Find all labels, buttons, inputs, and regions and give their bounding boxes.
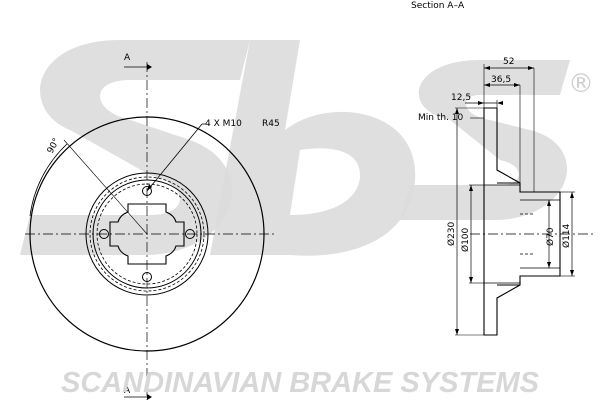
- registered-mark: ®: [568, 69, 594, 99]
- radius-callout-label: R45: [262, 119, 280, 129]
- angle-arc: [29, 143, 68, 217]
- bolt-hole-left: [99, 229, 109, 239]
- hat-outer-ring: [85, 172, 209, 296]
- dim-outer-diameter-label: Ø230: [446, 221, 457, 246]
- angle-extension-line: [63, 139, 148, 235]
- bolt-hole-top: [142, 186, 152, 196]
- bolt-hole-right: [185, 229, 195, 239]
- hat-ring-2: [92, 179, 202, 289]
- angle-label: 90°: [46, 137, 62, 156]
- bolt-callout-label: 4 X M10: [205, 119, 242, 129]
- front-view: [25, 62, 275, 400]
- section-marker-bottom-label: A: [124, 386, 131, 396]
- hub-cutout: [109, 203, 185, 265]
- hat-ring-dashed-1: [89, 176, 205, 292]
- hat-ring-dashed-2: [96, 183, 198, 285]
- dimension-arrowheads: [455, 66, 574, 335]
- section-outline: [483, 107, 561, 336]
- brand-text: SCANDINAVIAN BRAKE SYSTEMS: [61, 367, 540, 399]
- dim-hat-diameter-label: Ø114: [561, 223, 572, 248]
- dim-hat-height-label: 36,5: [491, 75, 511, 85]
- dim-disc-thickness-label: 12,5: [451, 93, 471, 103]
- section-marker-top-arrow: [147, 64, 152, 70]
- section-marker-bottom-arrow: [147, 394, 152, 400]
- disc-outer-edge: [29, 116, 265, 352]
- section-title: Section A–A: [411, 1, 465, 11]
- dim-overall-height-label: 52: [503, 57, 514, 67]
- min-thickness-label: Min th. 10: [418, 113, 464, 123]
- sbs-logo-watermark: [20, 40, 570, 256]
- dim-inner-diameter-label: Ø100: [460, 227, 471, 252]
- bolt-hole-bottom: [142, 272, 152, 282]
- bolt-callout-leader: [146, 123, 203, 192]
- bolt-leader-arrowhead: [147, 184, 152, 191]
- dim-bore-diameter-label: Ø70: [545, 227, 556, 246]
- section-marker-top-label: A: [124, 53, 131, 63]
